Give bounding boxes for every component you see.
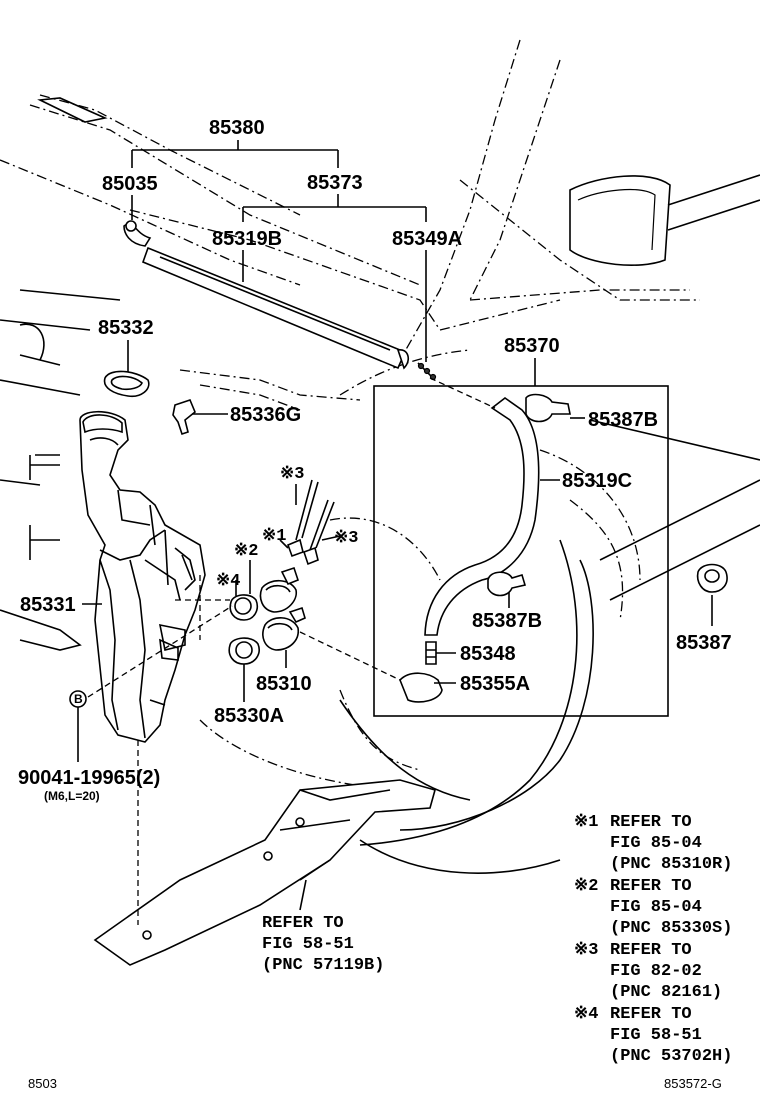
note-4-line2: FIG 58-51 [610,1026,702,1045]
under-cover-panel [93,779,436,966]
note-1-line1: REFER TO [610,813,692,832]
label-85319B: 85319B [212,228,282,250]
footer-right-code: 853572-G [664,1076,722,1091]
note-1-mark: ※1 [574,813,598,832]
note-2-line1: REFER TO [610,877,692,896]
note-1-line2: FIG 85-04 [610,834,702,853]
note-4-line3: (PNC 53702H) [610,1047,732,1066]
refer-bottom-line3: (PNC 57119B) [262,956,384,975]
label-85387B-top: 85387B [588,409,658,431]
label-85348: 85348 [460,643,516,665]
marker-4: ※4 [216,572,240,591]
note-3-line3: (PNC 82161) [610,983,722,1002]
marker-2: ※2 [234,542,258,561]
label-85332: 85332 [98,317,154,339]
reference-notes: ※1 REFER TO FIG 85-04 (PNC 85310R) ※2 RE… [574,813,732,1066]
label-85370: 85370 [504,335,560,357]
label-85336G: 85336G [230,404,301,426]
label-bolt-spec: (M6,L=20) [44,789,100,803]
callout-b-letter: B [74,692,83,706]
note-2-mark: ※2 [574,877,598,896]
label-85387: 85387 [676,632,732,654]
note-4-mark: ※4 [574,1005,598,1024]
footer-left-code: 8503 [28,1076,57,1091]
label-85387B-mid: 85387B [472,610,542,632]
label-85330A: 85330A [214,705,284,727]
label-85319C: 85319C [562,470,632,492]
note-3-line2: FIG 82-02 [610,962,702,981]
part-labels: 85380 85035 85373 85319B 85349A 85332 85… [18,117,732,803]
label-85380: 85380 [209,117,265,139]
marker-3a: ※3 [280,465,304,484]
clip-85336G [172,399,196,436]
leader-lines [77,140,713,911]
washer-pump-85310 [228,479,335,665]
label-85355A: 85355A [460,673,530,695]
alignment-lines [87,377,496,925]
callout-b: B [69,690,87,708]
label-85310: 85310 [256,673,312,695]
label-85035: 85035 [102,173,158,195]
label-bolt: 90041-19965(2) [18,767,160,789]
clamp-85387 [696,563,728,593]
refer-under-cover: REFER TO FIG 58-51 (PNC 57119B) [262,914,384,975]
note-3-line1: REFER TO [610,941,692,960]
rear-hose-box [373,385,669,717]
refer-bottom-line1: REFER TO [262,914,344,933]
marker-3b: ※3 [334,529,358,548]
reference-markers: ※3 ※1 ※3 ※2 ※4 [216,465,358,591]
note-2-line3: (PNC 85330S) [610,919,732,938]
label-85373: 85373 [307,172,363,194]
upper-hoses [123,220,437,381]
note-1-line3: (PNC 85310R) [610,855,732,874]
marker-1: ※1 [262,527,286,546]
washer-reservoir-85331 [79,410,206,743]
label-85331: 85331 [20,594,76,616]
refer-bottom-line2: FIG 58-51 [262,935,354,954]
reservoir-cap-85332 [103,370,150,398]
label-85349A: 85349A [392,228,462,250]
note-2-line2: FIG 85-04 [610,898,702,917]
note-3-mark: ※3 [574,941,598,960]
note-4-line1: REFER TO [610,1005,692,1024]
